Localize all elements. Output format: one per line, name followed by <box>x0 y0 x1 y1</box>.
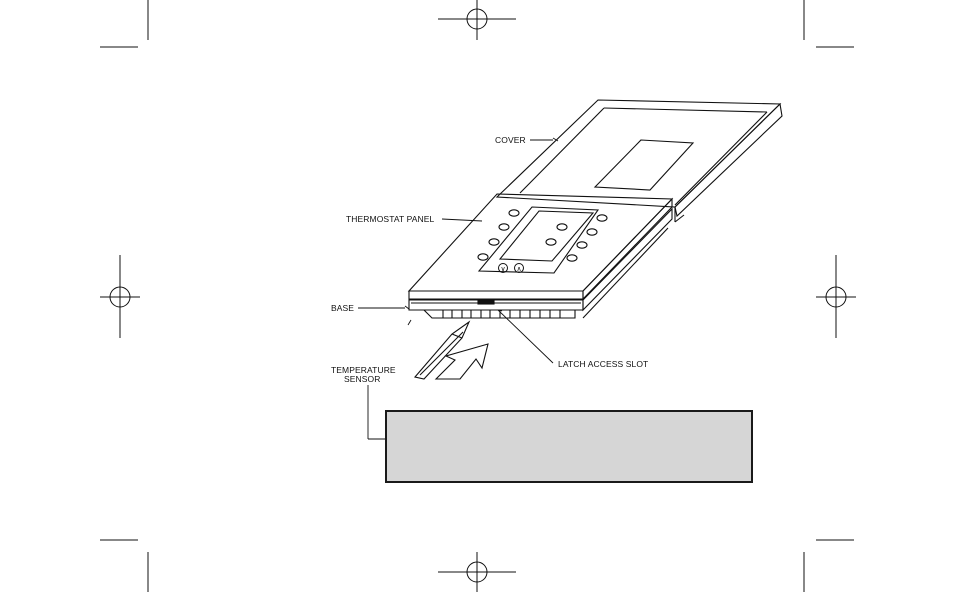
registration-mark-left <box>100 255 140 338</box>
arrow-buttons <box>498 263 524 273</box>
panel-button <box>566 254 578 262</box>
display-window <box>498 210 595 262</box>
panel-button <box>488 238 500 246</box>
label-temperature-sensor-line2: SENSOR <box>344 374 381 384</box>
panel-button <box>508 209 520 217</box>
down-arrow-button <box>498 263 508 273</box>
insertion-arrow <box>434 343 489 380</box>
base <box>408 207 673 319</box>
temperature-sensor <box>413 320 471 380</box>
label-thermostat-panel: THERMOSTAT PANEL <box>346 214 435 224</box>
thermostat-panel <box>407 193 674 301</box>
base-bottom <box>422 309 576 319</box>
registration-mark-right <box>816 255 856 338</box>
panel-button <box>586 228 598 236</box>
up-arrow-symbol: ∧ <box>516 265 521 273</box>
crop-marks <box>100 0 854 592</box>
down-arrow-symbol: ∨ <box>500 265 505 273</box>
cover <box>495 99 783 223</box>
panel-button <box>556 223 568 231</box>
label-latch-access-slot: LATCH ACCESS SLOT <box>558 359 649 369</box>
up-arrow-button <box>514 263 524 273</box>
display-bezel <box>477 206 600 274</box>
panel-button <box>596 214 608 222</box>
latch-access-slot <box>477 299 495 305</box>
leader-lines <box>358 137 559 440</box>
callout-box <box>385 410 753 483</box>
cover-window <box>593 139 695 191</box>
panel-button <box>498 223 510 231</box>
panel-button <box>477 253 489 261</box>
label-temperature-sensor-line1: TEMPERATURE <box>331 365 396 375</box>
registration-mark-bottom <box>438 552 516 592</box>
panel-button <box>576 241 588 249</box>
label-cover: COVER <box>495 135 526 145</box>
registration-mark-top <box>438 0 516 40</box>
label-base: BASE <box>331 303 355 313</box>
panel-button <box>545 238 557 246</box>
